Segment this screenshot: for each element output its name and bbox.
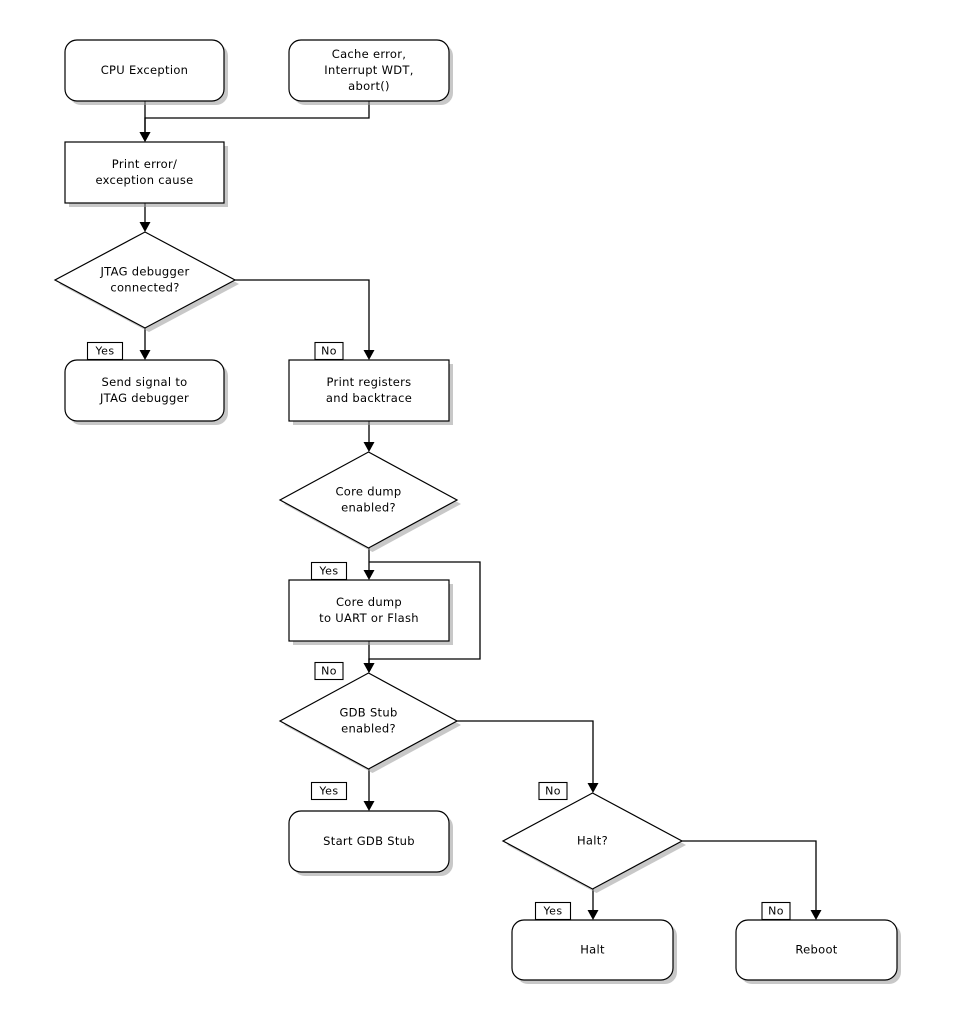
edge-label-e-gdb-yes: Yes — [310, 781, 348, 801]
node-label: enabled? — [341, 501, 396, 515]
node-label: Halt? — [577, 834, 608, 848]
node-label: JTAG debugger — [99, 391, 189, 405]
node-label: enabled? — [341, 722, 396, 736]
edge-label-e-coredump-no: No — [314, 661, 344, 681]
node-cpu-exception[interactable]: CPU Exception — [64, 39, 228, 105]
node-reboot[interactable]: Reboot — [735, 919, 901, 984]
node-core-dump-write[interactable]: Core dump to UART or Flash — [288, 579, 453, 645]
edge-e-cache-to-print — [139, 101, 370, 142]
node-label: Cache error, — [332, 47, 407, 61]
node-label: Print registers — [327, 375, 412, 389]
node-halt[interactable]: Halt — [511, 919, 677, 984]
edge-label-text: No — [321, 345, 337, 358]
node-label: Interrupt WDT, — [324, 63, 413, 77]
edge-label-e-halt-no: No — [761, 901, 791, 921]
edge-e-gdb-no — [457, 720, 599, 793]
edge-label-text: Yes — [319, 785, 339, 798]
edge-label-text: No — [321, 665, 337, 678]
edge-label-text: Yes — [543, 905, 563, 918]
edge-e-print-to-jtag — [139, 203, 151, 232]
edge-e-coredump-write-to-gdb — [363, 641, 375, 673]
edges-layer — [139, 101, 822, 920]
node-label: GDB Stub — [339, 706, 397, 720]
node-label: Reboot — [795, 943, 837, 957]
edge-label-text: Yes — [95, 345, 115, 358]
edge-label-text: No — [768, 905, 784, 918]
edge-label-e-halt-yes: Yes — [534, 901, 572, 921]
edge-label-text: Yes — [319, 565, 339, 578]
node-label: Print error/ — [112, 157, 177, 171]
edge-e-halt-no — [682, 840, 822, 920]
node-label: CPU Exception — [101, 63, 189, 77]
edge-label-e-gdb-no: No — [538, 781, 568, 801]
node-halt-question[interactable]: Halt? — [501, 792, 686, 893]
node-label: exception cause — [95, 173, 193, 187]
edge-label-e-jtag-no: No — [314, 341, 344, 361]
edge-label-text: No — [545, 785, 561, 798]
node-send-signal[interactable]: Send signal to JTAG debugger — [64, 359, 228, 425]
node-label: Send signal to — [101, 375, 187, 389]
node-label: Halt — [580, 943, 605, 957]
edge-label-e-jtag-yes: Yes — [86, 341, 124, 361]
node-gdb-stub-enabled[interactable]: GDB Stub enabled? — [278, 672, 461, 773]
node-print-registers[interactable]: Print registers and backtrace — [288, 359, 453, 425]
node-print-error[interactable]: Print error/exception cause — [64, 141, 228, 207]
edge-e-halt-yes — [587, 889, 599, 920]
node-cache-error[interactable]: Cache error, Interrupt WDT, abort() — [288, 39, 453, 105]
node-label: and backtrace — [326, 391, 412, 405]
node-label: connected? — [110, 281, 179, 295]
node-label: JTAG debugger — [99, 265, 189, 279]
edge-e-registers-to-coredump — [363, 421, 375, 452]
node-label: Start GDB Stub — [323, 834, 415, 848]
node-label: Core dump — [336, 595, 402, 609]
node-label: abort() — [348, 79, 390, 93]
node-start-gdb-stub[interactable]: Start GDB Stub — [288, 810, 453, 876]
edge-e-coredump-yes — [363, 548, 375, 580]
edge-e-jtag-yes — [139, 328, 151, 360]
edge-e-gdb-yes — [363, 769, 375, 811]
node-jtag-connected[interactable]: JTAG debugger connected? — [53, 231, 239, 332]
node-label: Core dump — [335, 485, 401, 499]
node-label: to UART or Flash — [319, 611, 419, 625]
nodes-layer: CPU Exception Cache error, Interrupt WDT, a… — [53, 39, 901, 984]
edge-label-e-coredump-yes: Yes — [310, 561, 348, 581]
node-core-dump-enabled[interactable]: Core dump enabled? — [278, 451, 461, 552]
edge-e-jtag-no — [235, 279, 375, 360]
